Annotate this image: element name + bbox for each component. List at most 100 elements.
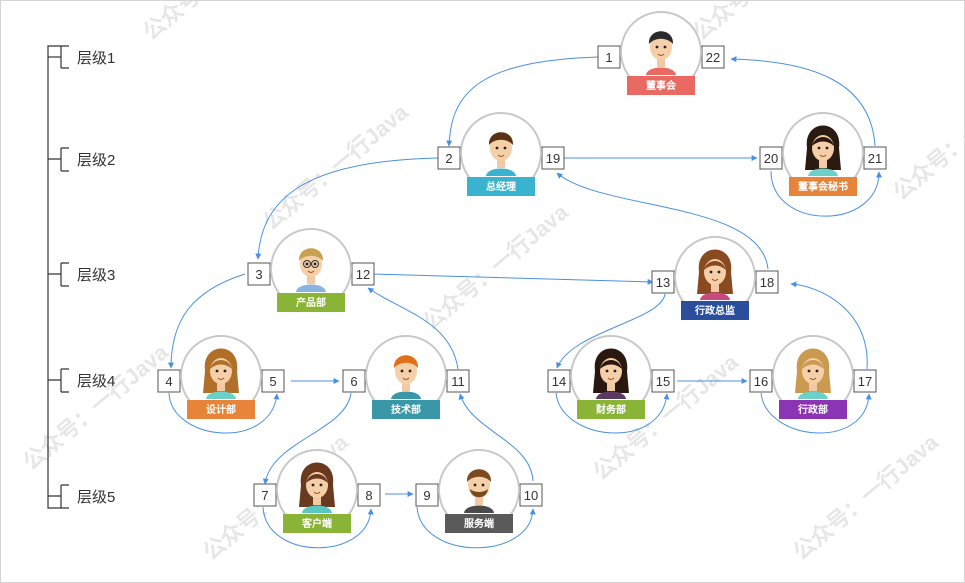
node-left-number: 13: [651, 270, 675, 294]
watermark-text: 公众号：一行Java: [688, 1, 843, 45]
node-gm[interactable]: 2 19 总经理: [437, 112, 565, 196]
node-left-number: 3: [247, 262, 271, 286]
node-left-number: 4: [157, 369, 181, 393]
level-label-3: 层级3: [77, 267, 115, 284]
node-left-number-text: 9: [423, 488, 430, 503]
node-board[interactable]: 1 22 董事会: [597, 11, 725, 95]
node-right-number: 22: [701, 45, 725, 69]
node-right-number: 18: [755, 270, 779, 294]
woman-blonde-avatar-icon: [795, 348, 831, 399]
node-left-number-text: 13: [656, 275, 670, 290]
level-label-2: 层级2: [77, 152, 115, 169]
node-left-number: 16: [749, 369, 773, 393]
watermark-text: 公众号：一行Java: [258, 99, 413, 235]
node-left-number: 14: [547, 369, 571, 393]
node-finance[interactable]: 14 15 财务部: [547, 335, 675, 419]
node-label-tag: 行政部: [779, 400, 847, 419]
watermark-text: 公众号：一行Java: [138, 1, 293, 45]
node-left-number-text: 1: [605, 50, 612, 65]
node-left-number-text: 7: [261, 488, 268, 503]
node-right-number: 12: [351, 262, 375, 286]
node-label: 总经理: [486, 180, 516, 193]
node-label: 行政部: [797, 403, 828, 416]
node-right-number-text: 17: [858, 374, 872, 389]
level-label-5: 层级5: [77, 489, 115, 506]
node-left-number-text: 20: [764, 151, 778, 166]
node-label: 设计部: [206, 403, 236, 416]
node-label-tag: 董事会秘书: [789, 177, 857, 196]
node-board-sec[interactable]: 20 21 董事会秘书: [759, 112, 887, 196]
node-label: 服务端: [464, 517, 494, 530]
node-label-tag: 董事会: [627, 76, 695, 95]
node-label-tag: 技术部: [372, 400, 440, 419]
node-right-number-text: 5: [269, 374, 276, 389]
node-right-number: 11: [446, 369, 470, 393]
node-label-tag: 设计部: [187, 400, 255, 419]
node-product[interactable]: 3 12 产品部: [247, 228, 375, 312]
woman-brown-avatar-icon: [203, 348, 239, 399]
node-left-number: 1: [597, 45, 621, 69]
node-label-tag: 服务端: [445, 514, 513, 533]
node-admin[interactable]: 16 17 行政部: [749, 335, 877, 419]
node-right-number-text: 19: [546, 151, 560, 166]
node-label: 产品部: [296, 296, 326, 309]
node-label: 董事会秘书: [798, 180, 848, 193]
node-left-number: 6: [342, 369, 366, 393]
node-right-number: 15: [651, 369, 675, 393]
node-client[interactable]: 7 8 客户端: [253, 449, 381, 533]
man-beard-avatar-icon: [464, 469, 494, 513]
node-left-number-text: 16: [754, 374, 768, 389]
node-left-number-text: 2: [445, 151, 452, 166]
node-left-number: 7: [253, 483, 277, 507]
node-label-tag: 产品部: [277, 293, 345, 312]
node-left-number-text: 3: [255, 267, 262, 282]
node-right-number-text: 15: [656, 374, 670, 389]
watermark-text: 公众号：一行Java: [888, 69, 964, 205]
node-right-number-text: 18: [760, 275, 774, 290]
node-admin-director[interactable]: 13 18 行政总监: [651, 236, 779, 320]
nodes: 1 22 董事会 2 19 总经理 20 21 董事会秘书 3 12 产品部 13 18 行政总监 4 5 设计部…: [157, 11, 887, 533]
node-label: 客户端: [301, 517, 332, 530]
node-right-number-text: 21: [868, 151, 882, 166]
node-right-number-text: 12: [356, 267, 370, 282]
level-labels: 层级1 层级2 层级3 层级4 层级5: [77, 50, 115, 506]
watermark-text: 公众号：一行Java: [18, 339, 173, 475]
node-left-number: 9: [415, 483, 439, 507]
node-right-number: 5: [261, 369, 285, 393]
node-right-number: 10: [519, 483, 543, 507]
woman-dark-avatar-icon: [805, 125, 841, 176]
node-design[interactable]: 4 5 设计部: [157, 335, 285, 419]
node-tech[interactable]: 6 11 技术部: [342, 335, 470, 419]
woman-dark-long-avatar-icon: [593, 348, 629, 399]
node-right-number: 21: [863, 146, 887, 170]
connectors: [168, 56, 882, 549]
node-left-number-text: 6: [350, 374, 357, 389]
man-orange-avatar-icon: [391, 355, 421, 399]
node-left-number: 2: [437, 146, 461, 170]
node-label-tag: 行政总监: [681, 301, 749, 320]
woman-curly-avatar-icon: [697, 249, 733, 300]
woman-bob-avatar-icon: [299, 462, 335, 513]
node-right-number-text: 10: [524, 488, 538, 503]
node-label-tag: 总经理: [467, 177, 535, 196]
level-label-1: 层级1: [77, 50, 115, 67]
node-left-number-text: 14: [552, 374, 566, 389]
node-label-tag: 财务部: [577, 400, 645, 419]
node-right-number: 8: [357, 483, 381, 507]
man-glasses-avatar-icon: [296, 248, 326, 292]
node-label: 财务部: [595, 403, 626, 416]
node-right-number: 19: [541, 146, 565, 170]
node-label-tag: 客户端: [283, 514, 351, 533]
man-curly-avatar-icon: [486, 132, 516, 176]
node-right-number-text: 22: [706, 50, 720, 65]
node-right-number-text: 11: [451, 374, 465, 389]
level-label-4: 层级4: [77, 373, 115, 390]
node-label: 行政总监: [694, 304, 735, 317]
node-label: 技术部: [391, 403, 421, 416]
watermark-text: 公众号：一行Java: [788, 429, 943, 565]
node-left-number-text: 4: [165, 374, 172, 389]
watermark-text: 公众号：一行Java: [418, 199, 573, 335]
node-server[interactable]: 9 10 服务端: [415, 449, 543, 533]
